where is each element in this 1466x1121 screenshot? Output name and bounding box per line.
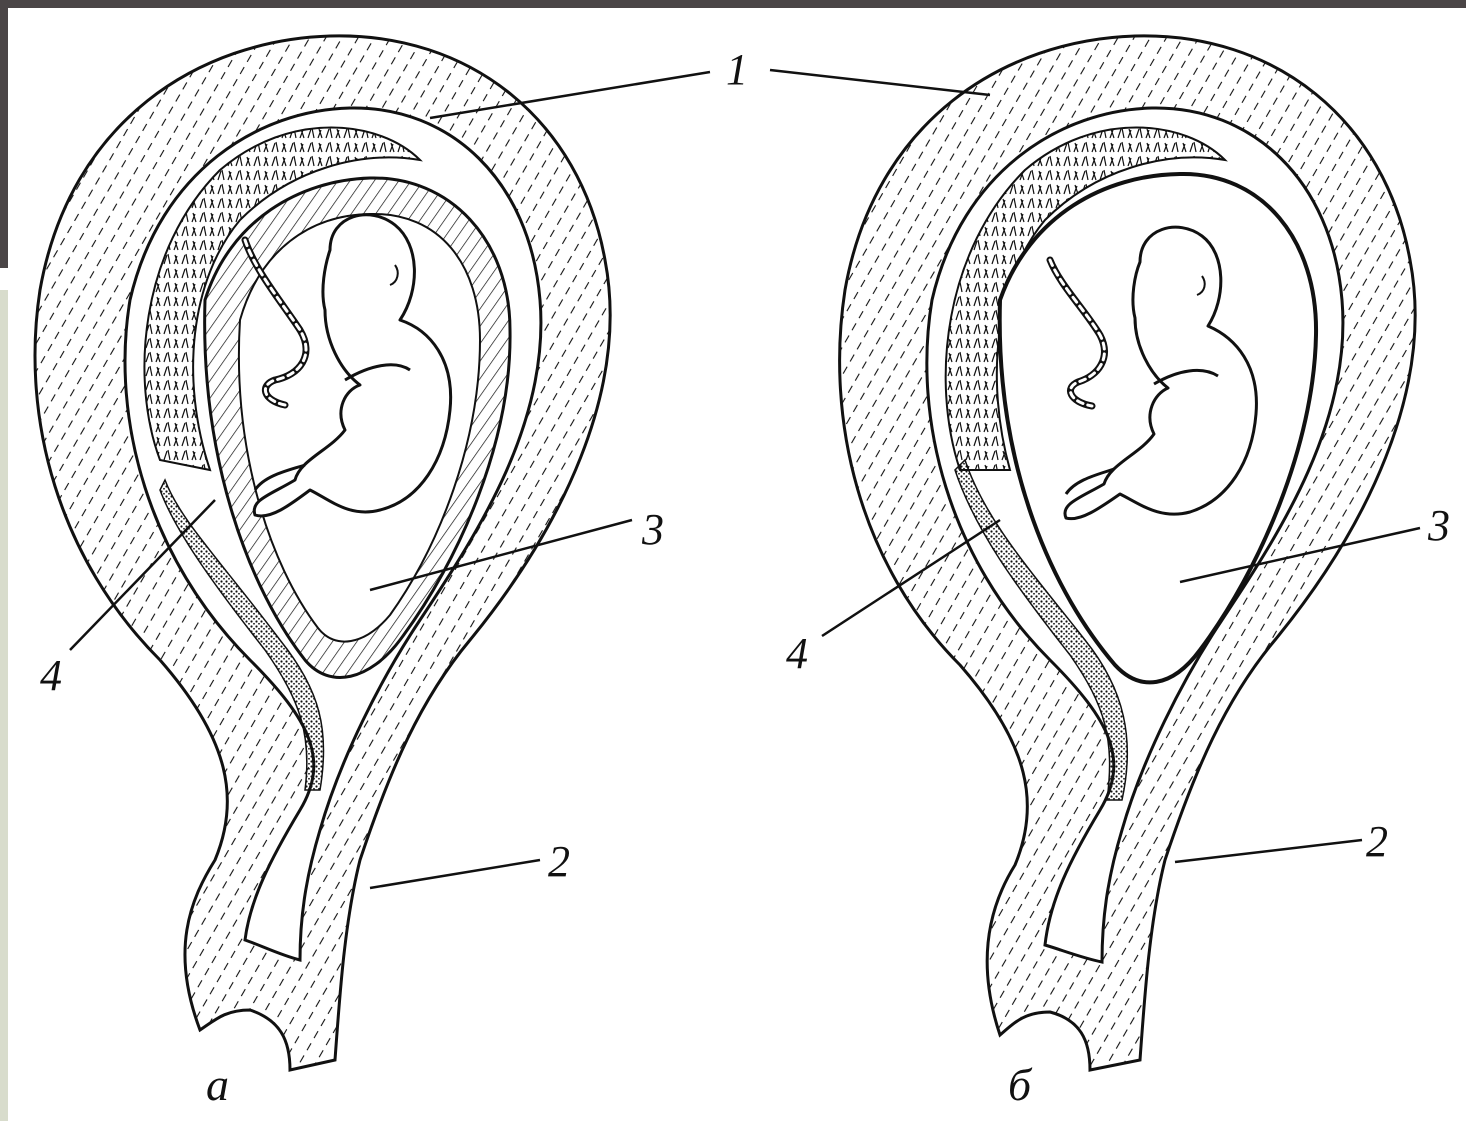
- panel-a: [35, 36, 610, 1070]
- callout-label-4-a: 4: [40, 651, 62, 700]
- callout-label-1: 1: [726, 45, 748, 94]
- callout-label-4-b: 4: [786, 629, 808, 678]
- callout-label-3-a: 3: [641, 505, 664, 554]
- panel-letter-a: а: [206, 1059, 229, 1110]
- callout-label-3-b: 3: [1427, 501, 1450, 550]
- panel-b: [840, 36, 1416, 1070]
- panel-letter-b: б: [1008, 1059, 1033, 1110]
- leader-2-b: [1175, 840, 1362, 862]
- callout-label-2-a: 2: [548, 837, 570, 886]
- leader-2-a: [370, 860, 540, 888]
- leader-1-b: [770, 70, 990, 95]
- callout-label-2-b: 2: [1366, 817, 1388, 866]
